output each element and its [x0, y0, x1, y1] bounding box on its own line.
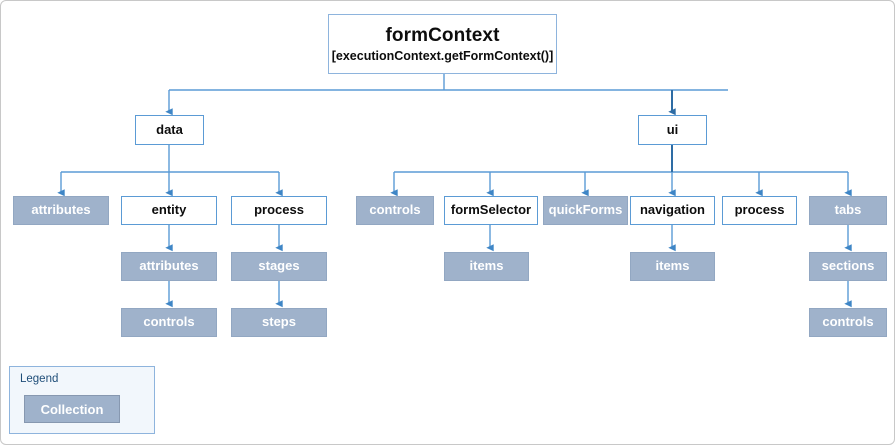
node-data-process[interactable]: process: [231, 196, 327, 225]
node-tabs-sections[interactable]: sections: [809, 252, 887, 281]
root-to-level2-connectors: [165, 74, 728, 116]
node-ui-process-label: process: [734, 202, 785, 218]
data-children-connectors: [57, 145, 283, 197]
node-ui-label: ui: [666, 121, 679, 137]
node-ui-formselector[interactable]: formSelector: [444, 196, 538, 225]
node-formselector-items[interactable]: items: [444, 252, 529, 281]
node-process-stages-label: stages: [258, 258, 300, 274]
node-tabs-controls[interactable]: controls: [809, 308, 887, 337]
node-entity-attributes-label: attributes: [139, 258, 199, 274]
node-entity-controls-label: controls: [143, 314, 195, 330]
node-ui-quickforms-label: quickForms: [548, 202, 623, 218]
node-data-attributes-label: attributes: [31, 202, 91, 218]
node-formcontext-root[interactable]: formContext [executionContext.getFormCon…: [328, 14, 557, 74]
root-subtitle: [executionContext.getFormContext()]: [331, 48, 554, 63]
node-ui[interactable]: ui: [638, 115, 707, 145]
node-data-label: data: [156, 121, 183, 137]
node-navigation-items[interactable]: items: [630, 252, 715, 281]
node-ui-tabs-label: tabs: [834, 202, 862, 218]
node-data-entity-label: entity: [151, 202, 187, 218]
ui-children-connectors: [390, 171, 852, 197]
root-title: formContext: [385, 24, 500, 46]
node-process-steps-label: steps: [262, 314, 296, 330]
node-ui-tabs[interactable]: tabs: [809, 196, 887, 225]
node-tabs-sections-label: sections: [821, 258, 875, 274]
node-entity-attributes[interactable]: attributes: [121, 252, 217, 281]
node-data[interactable]: data: [135, 115, 204, 145]
node-process-steps[interactable]: steps: [231, 308, 327, 337]
node-data-entity[interactable]: entity: [121, 196, 217, 225]
legend-collection-swatch: Collection: [24, 395, 120, 423]
node-ui-navigation[interactable]: navigation: [630, 196, 715, 225]
node-tabs-controls-label: controls: [822, 314, 874, 330]
node-ui-formselector-label: formSelector: [450, 202, 532, 218]
node-ui-process[interactable]: process: [722, 196, 797, 225]
node-navigation-items-label: items: [655, 258, 690, 274]
node-data-process-label: process: [254, 202, 304, 218]
node-entity-controls[interactable]: controls: [121, 308, 217, 337]
legend-title: Legend: [20, 373, 59, 385]
node-process-stages[interactable]: stages: [231, 252, 327, 281]
legend-collection-label: Collection: [40, 401, 104, 417]
node-ui-controls[interactable]: controls: [356, 196, 434, 225]
node-data-attributes[interactable]: attributes: [13, 196, 109, 225]
node-ui-navigation-label: navigation: [639, 202, 705, 218]
node-formselector-items-label: items: [469, 258, 504, 274]
node-ui-quickforms[interactable]: quickForms: [543, 196, 628, 225]
legend: Legend Collection: [9, 366, 155, 434]
node-ui-controls-label: controls: [369, 202, 421, 218]
